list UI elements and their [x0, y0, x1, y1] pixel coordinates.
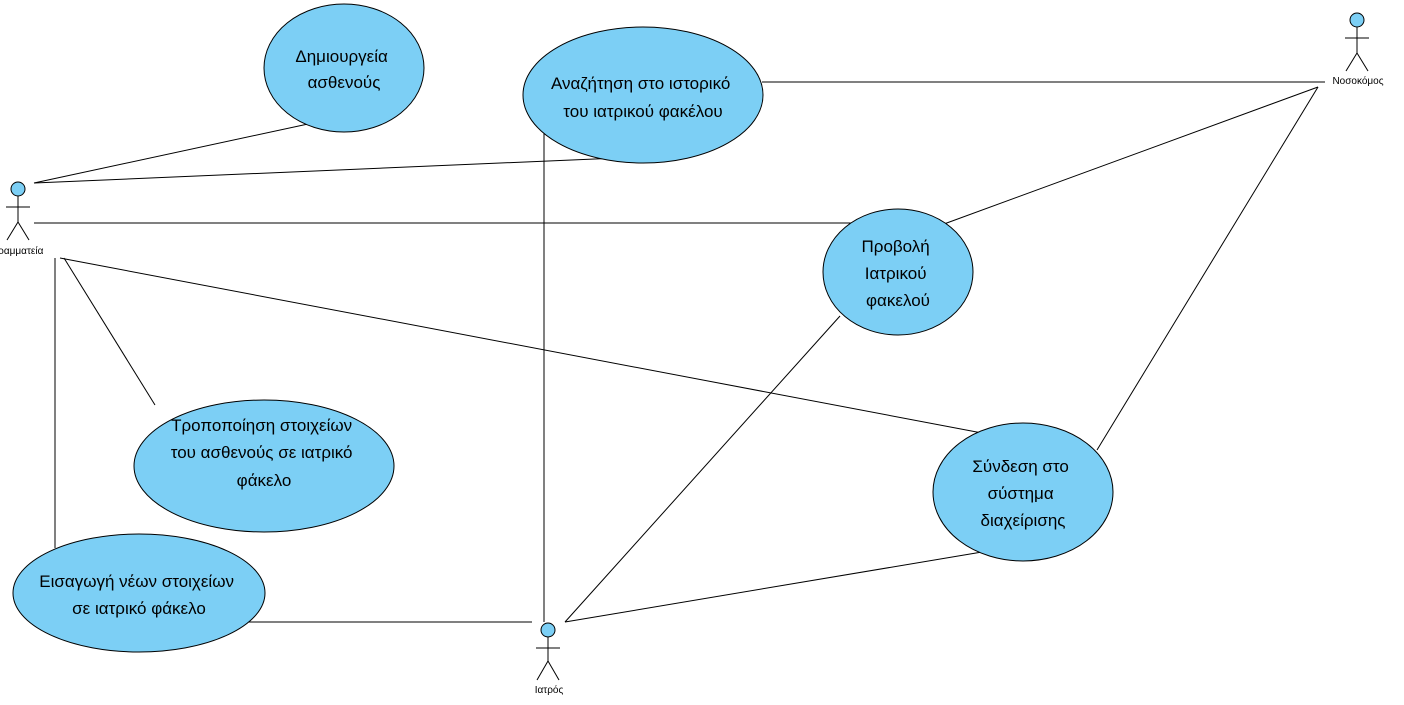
svg-text:Προβολή Ιατρικού φ: Προβολή Ιατρικού φακελού: [862, 237, 935, 310]
use-case-label-line: διαχείρισης: [981, 511, 1066, 530]
use-case-view-record[interactable]: Προβολή Ιατρικού φακελού: [822, 208, 974, 336]
actor-label: Νοσοκόμος: [1332, 75, 1383, 87]
use-case-label-line: Τροποποίηση στοιχείων: [171, 416, 352, 435]
assoc-secretary-modify-data: [63, 257, 156, 406]
svg-text:Τροποποίηση στοιχείων το: Τροποποίηση στοιχείων του ασθενούς σε ια…: [171, 416, 358, 490]
use-case-modify-data[interactable]: Τροποποίηση στοιχείων του ασθενούς σε ια…: [133, 399, 395, 533]
use-case-login[interactable]: Σύνδεση στο σύστημα διαχείρισης: [932, 422, 1114, 562]
actor-body-icon: [536, 637, 560, 681]
use-case-label-line: ασθενούς: [308, 73, 381, 92]
assoc-nurse-view-record: [943, 86, 1319, 225]
associations: [33, 81, 1325, 623]
use-case-label-line: Ιατρικού: [865, 264, 927, 283]
use-case-insert-data[interactable]: Εισαγωγή νέων στοιχείων σε ιατρικό φάκελ…: [12, 533, 266, 653]
use-case-label-line: φάκελο: [237, 471, 292, 490]
assoc-nurse-login: [1096, 86, 1319, 451]
actor-secretary[interactable]: Γραμματεία: [0, 181, 44, 257]
svg-text:Εισαγωγή νέων στοιχείων: Εισαγωγή νέων στοιχείων σε ιατρικό φάκελ…: [39, 572, 238, 618]
assoc-secretary-login: [59, 257, 983, 434]
use-case-label-line: Δημιουργεία: [295, 47, 388, 66]
assoc-doctor-login: [564, 551, 983, 623]
use-case-label-line: σύστημα: [988, 484, 1054, 503]
use-case-label-line: του ασθενούς σε ιατρικό: [171, 443, 353, 462]
use-case-label-line: Σύνδεση στο: [972, 457, 1068, 476]
actor-head-icon: [540, 622, 556, 638]
actor-head-icon: [10, 181, 26, 197]
use-case-label-line: του ιατρικού φακέλου: [563, 102, 722, 121]
svg-text:Σύνδεση στο σύστημα: Σύνδεση στο σύστημα διαχείρισης: [972, 457, 1073, 530]
actor-nurse[interactable]: Νοσοκόμος: [1332, 12, 1384, 87]
actor-body-icon: [6, 196, 30, 241]
assoc-doctor-view-record: [564, 315, 841, 623]
actor-label: Γραμματεία: [0, 245, 44, 257]
svg-text:Αναζήτηση στο ιστορικό τ: Αναζήτηση στο ιστορικό του ιατρικού φακέ…: [551, 74, 735, 121]
assoc-secretary-create-patient: [33, 123, 309, 184]
use-case-label-line: Εισαγωγή νέων στοιχείων: [39, 572, 234, 591]
use-case-search-history[interactable]: Αναζήτηση στο ιστορικό του ιατρικού φακέ…: [522, 26, 764, 164]
use-case-label-line: σε ιατρικό φάκελο: [72, 599, 206, 618]
use-case-label-line: φακελού: [866, 291, 930, 310]
actor-doctor[interactable]: Ιατρός: [535, 622, 564, 696]
actor-body-icon: [1345, 27, 1369, 72]
assoc-secretary-search-history: [33, 157, 619, 184]
svg-text:Δημιουργεία ασθενούς: Δημιουργεία ασθενούς: [295, 47, 392, 92]
use-case-create-patient[interactable]: Δημιουργεία ασθενούς: [263, 3, 425, 133]
use-case-label-line: Αναζήτηση στο ιστορικό: [551, 74, 730, 93]
actor-label: Ιατρός: [535, 684, 564, 696]
actor-head-icon: [1349, 12, 1365, 28]
use-case-label-line: Προβολή: [862, 237, 930, 256]
